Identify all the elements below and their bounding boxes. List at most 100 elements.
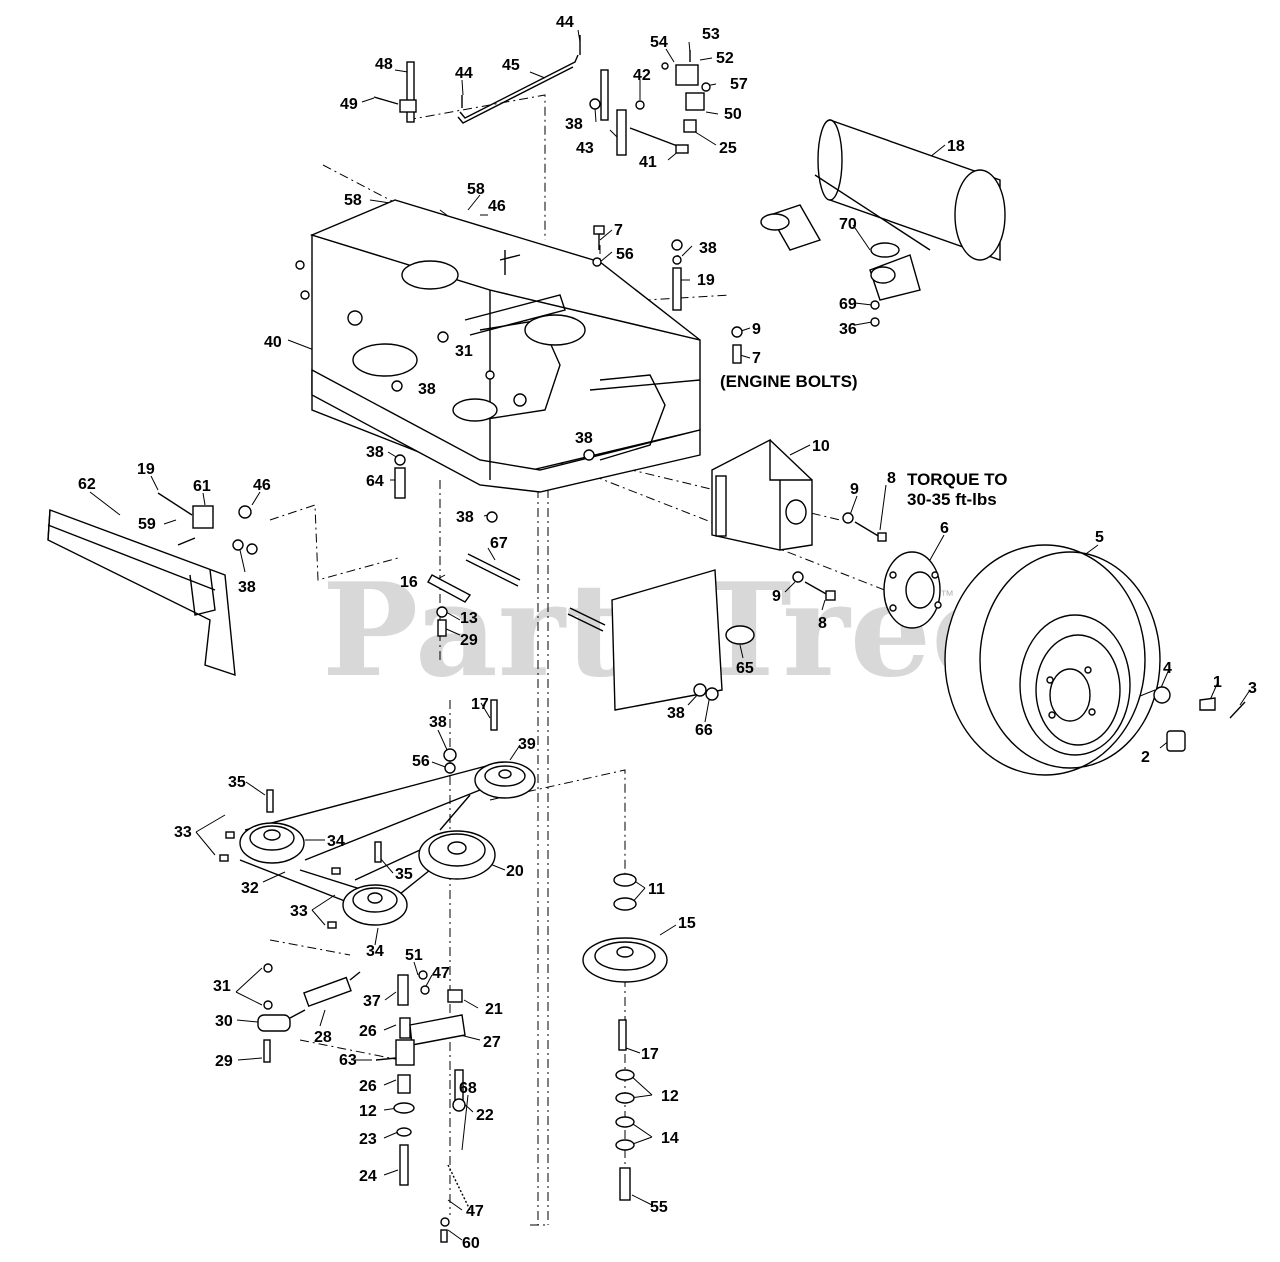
part-label: 40 [264,334,282,351]
part-label: 35 [228,774,246,791]
part-label: 67 [490,535,508,552]
part-label: 14 [661,1130,679,1147]
part-label: 62 [78,476,96,493]
part-label: 26 [359,1023,377,1040]
part-label: 63 [339,1052,357,1069]
part-label: 25 [719,140,737,157]
part-label: 45 [502,57,520,74]
part-label: 65 [736,660,754,677]
part-label: 12 [359,1103,377,1120]
part-label: 53 [702,26,720,43]
part-label: 2 [1141,749,1150,766]
part-label: 10 [812,438,830,455]
part-label: 1 [1213,674,1222,691]
watermark-trademark: ™ [940,587,954,603]
part-label: 8 [887,470,896,487]
part-label: 56 [616,246,634,263]
part-label: 35 [395,866,413,883]
right-pulley-stack [582,873,668,1201]
part-label: 44 [556,14,574,31]
part-label: 26 [359,1078,377,1095]
main-frame [295,199,701,493]
torque-note-line2: 30-35 ft-lbs [907,490,997,509]
part-label: 38 [238,579,256,596]
part-label: 66 [695,722,713,739]
part-label: 3 [1248,680,1257,697]
pulley-belt-system [219,699,536,929]
part-label: 16 [400,574,418,591]
part-label: 38 [575,430,593,447]
part-label: 54 [650,34,668,51]
muffler [760,119,1006,327]
part-label: 46 [488,198,506,215]
part-label: 36 [839,321,857,338]
part-label: 17 [641,1046,659,1063]
part-label: 5 [1095,529,1104,546]
part-label: 56 [412,753,430,770]
notes: (ENGINE BOLTS) TORQUE TO 30-35 ft-lbs [720,372,1007,509]
part-label: 22 [476,1107,494,1124]
part-label: 8 [818,615,827,632]
part-label: 38 [418,381,436,398]
part-label: 34 [327,833,345,850]
part-label: 28 [314,1029,332,1046]
part-label: 43 [576,140,594,157]
part-label: 59 [138,516,156,533]
part-label: 61 [193,478,211,495]
part-label: 29 [215,1053,233,1070]
part-label: 70 [839,216,857,233]
part-label: 58 [467,181,485,198]
engine-mount-bracket [711,438,813,551]
part-label: 51 [405,947,423,964]
part-label: 41 [639,154,657,171]
part-label: 6 [940,520,949,537]
part-label: 24 [359,1168,377,1185]
part-label: 31 [213,978,231,995]
part-label: 18 [947,138,965,155]
part-label: 52 [716,50,734,67]
part-label: 33 [174,824,192,841]
part-label: 55 [650,1199,668,1216]
part-label: 7 [614,222,623,239]
mount-bolts [792,512,887,601]
side-skirt [47,492,258,677]
part-label: 19 [137,461,155,478]
idler-assembly [257,963,471,1243]
part-label: 38 [699,240,717,257]
side-plate [611,569,755,711]
frame-underside-hardware [394,454,498,523]
center-shaft [427,553,606,637]
part-label: 33 [290,903,308,920]
part-label: 38 [565,116,583,133]
part-label: 48 [375,56,393,73]
part-label: 9 [772,588,781,605]
part-label: 38 [429,714,447,731]
drive-wheel [944,544,1161,776]
part-label: 30 [215,1013,233,1030]
part-label: 42 [633,67,651,84]
part-label: 58 [344,192,362,209]
part-label: 69 [839,296,857,313]
part-label: 11 [648,881,665,898]
part-label: 60 [462,1235,480,1252]
part-label: 68 [459,1080,477,1097]
engine-bolts-note: (ENGINE BOLTS) [720,372,858,391]
part-label: 23 [359,1131,377,1148]
part-label: 39 [518,736,536,753]
part-label: 37 [363,993,381,1010]
part-label: 46 [253,477,271,494]
part-label: 50 [724,106,742,123]
part-label: 15 [678,915,696,932]
part-label: 9 [752,321,761,338]
part-label: 57 [730,76,748,93]
part-label: 64 [366,473,384,490]
part-label: 7 [752,350,761,367]
part-label: 38 [456,509,474,526]
wheel-hub [883,551,942,629]
part-label: 20 [506,863,524,880]
part-label: 34 [366,943,384,960]
part-labels: 44 53 54 48 45 44 52 42 57 49 50 38 43 2… [78,14,1257,1252]
part-label: 49 [340,96,358,113]
part-label: 31 [455,343,473,360]
part-label: 47 [432,965,450,982]
